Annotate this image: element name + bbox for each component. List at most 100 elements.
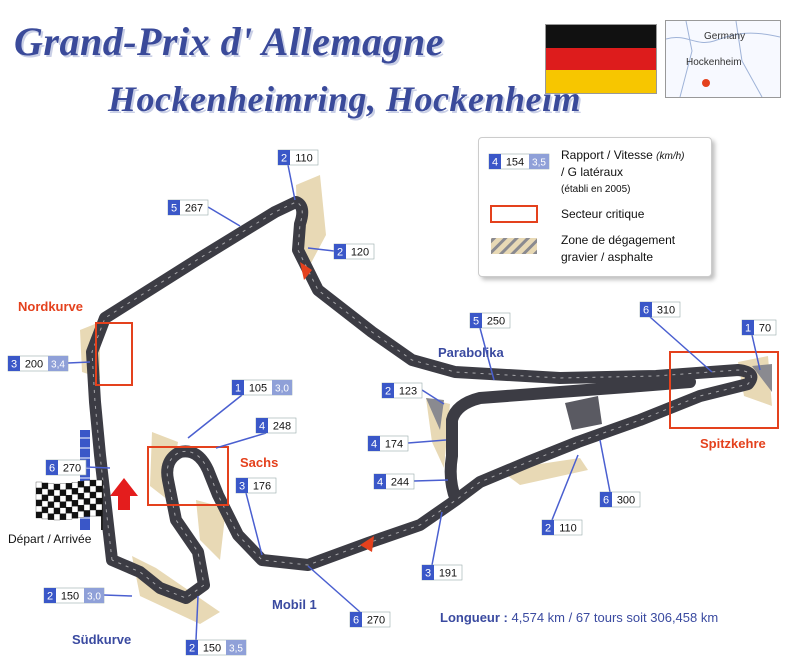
checker-square [53,495,61,503]
marker-gear-box [278,150,290,165]
checker-square [53,513,61,521]
label-spitzkehre: Spitzkehre [700,436,766,451]
marker-gear: 2 [545,523,551,535]
checker-square [53,489,61,497]
checker-square [53,507,61,515]
checker-square [77,499,85,506]
checker-square [47,513,55,520]
checker-square [89,503,97,511]
location-minimap: Germany Hockenheim [665,20,781,98]
marker-badge: 5 250 [469,312,511,329]
marker-gear: 4 [492,157,498,169]
marker-g: 3,0 [87,592,101,603]
checker-square [59,489,67,496]
checker-square [59,507,67,514]
marker-leader-line [307,565,361,613]
checker-square [41,500,49,508]
marker-leader-line [103,594,133,597]
runoff-zone-sachs-south [196,500,226,560]
checker-square [83,480,91,487]
marker-leader-line [599,439,611,493]
checker-square [65,501,73,508]
marker-leader-line [431,511,443,566]
marker-g: 3,4 [51,360,65,371]
checker-square [77,511,85,518]
marker-gear: 6 [643,305,649,317]
marker-badge: 6 310 [639,301,681,318]
marker-gear: 3 [11,359,17,371]
checker-square [95,485,103,493]
marker-g-box [48,356,68,371]
checker-square [77,493,85,500]
checker-square [83,510,91,517]
checker-square [59,501,67,508]
checker-square [71,500,79,507]
minimap-map-icon [666,21,780,97]
marker-leader-line [195,595,199,641]
marker-gear-box [640,302,652,317]
marker-gear-box [8,356,20,371]
germany-flag [545,24,657,94]
critical-sector-nordkurve [95,322,133,386]
marker-gear-box [742,320,754,335]
marker-speed: 270 [367,615,385,627]
page-title: Grand-Prix d' Allemagne [14,19,445,64]
checker-square [47,495,55,502]
checker-square [47,501,55,508]
legend-line1-unit: (km/h) [656,151,685,162]
marker-gear-box [46,460,58,475]
track-centerline [91,201,752,599]
minimap-country: Germany [704,31,746,42]
label-parabolika: Parabolika [438,345,504,360]
marker-speed: 250 [487,316,505,328]
checker-square [47,489,55,496]
marker-gear: 4 [377,477,383,489]
checker-square [35,505,43,513]
marker-gear: 2 [337,247,343,259]
marker-speed: 267 [185,203,203,215]
marker-gear-box [232,380,244,395]
marker-gear: 2 [281,153,287,165]
marker-gear-box [368,436,380,451]
legend-runoff-2: gravier / asphalte [561,250,654,264]
direction-arrow-icon [360,536,374,552]
checker-square [59,495,67,502]
marker-speed: 70 [759,323,771,335]
checker-square [71,482,79,489]
checker-square [71,506,79,513]
marker-leader-line [85,466,111,469]
start-arrow-icon [110,478,138,510]
checker-square [65,483,73,490]
marker-gear-box [168,200,180,215]
marker-gear-box [44,588,56,603]
marker-g-box [272,380,292,395]
checker-square [83,492,91,499]
marker-gear: 1 [235,383,241,395]
page-subtitle: Hockenheimring, Hockenheim [108,79,582,119]
marker-gear-box [489,154,501,169]
marker-gear: 5 [473,316,479,328]
marker-speed: 310 [657,305,675,317]
checker-square [41,494,49,502]
marker-leader-line [215,432,267,449]
marker-speed: 150 [203,643,221,655]
label-sudkurve: Südkurve [72,632,132,647]
checker-square [71,488,79,495]
marker-leader-line [287,164,296,201]
checker-square [77,481,85,488]
checker-square [89,491,97,499]
checker-square [53,501,61,509]
marker-leader-line [479,327,495,381]
